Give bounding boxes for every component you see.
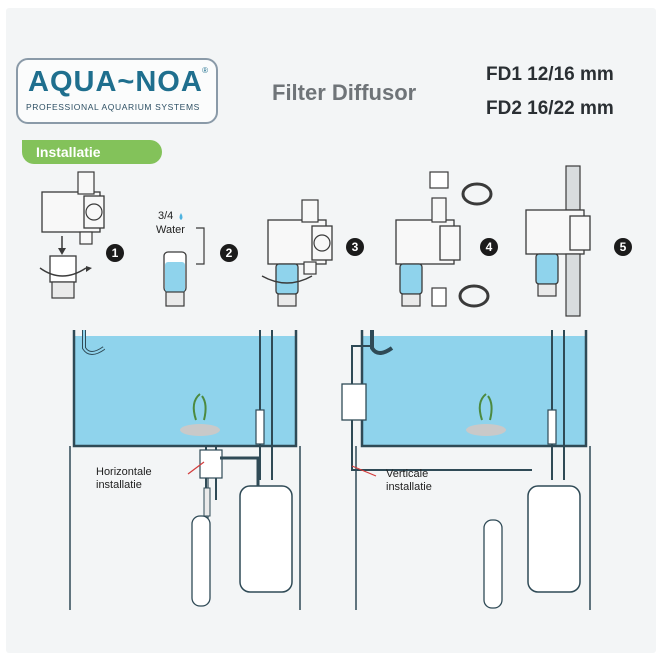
step-number-3: 3: [346, 238, 364, 256]
brand-logo: AQUA~NOA ® PROFESSIONAL AQUARIUM SYSTEMS: [16, 58, 218, 124]
logo-tagline: PROFESSIONAL AQUARIUM SYSTEMS: [26, 102, 200, 112]
spec-fd2: FD2 16/22 mm: [486, 98, 614, 119]
step5-hoses-illustration: [525, 165, 591, 317]
step-number-5: 5: [614, 238, 632, 256]
label-vertical-installation: Verticale installatie: [386, 468, 432, 493]
step-number-4: 4: [480, 238, 498, 256]
logo-brand-text: AQUA~NOA: [28, 66, 203, 98]
step4-clamps-illustration: [395, 171, 493, 308]
step2-cup-illustration: [163, 213, 205, 307]
step2-water-label: Water: [156, 224, 185, 236]
section-badge-installatie: Installatie: [22, 140, 162, 164]
step2-fraction-label: 3/4: [158, 210, 174, 222]
label-horizontal-installation: Horizontale installatie: [96, 466, 152, 491]
spec-fd1: FD1 12/16 mm: [486, 64, 614, 85]
step-number-2: 2: [220, 244, 238, 262]
step1-diffuser-illustration: [39, 171, 105, 299]
step3-assembled-illustration: [261, 199, 333, 307]
step-number-1: 1: [106, 244, 124, 262]
aquarium-horizontal-setup: [69, 330, 301, 610]
aquarium-vertical-setup: [341, 330, 591, 610]
logo-registered-mark: ®: [202, 66, 208, 75]
product-title: Filter Diffusor: [272, 80, 417, 105]
